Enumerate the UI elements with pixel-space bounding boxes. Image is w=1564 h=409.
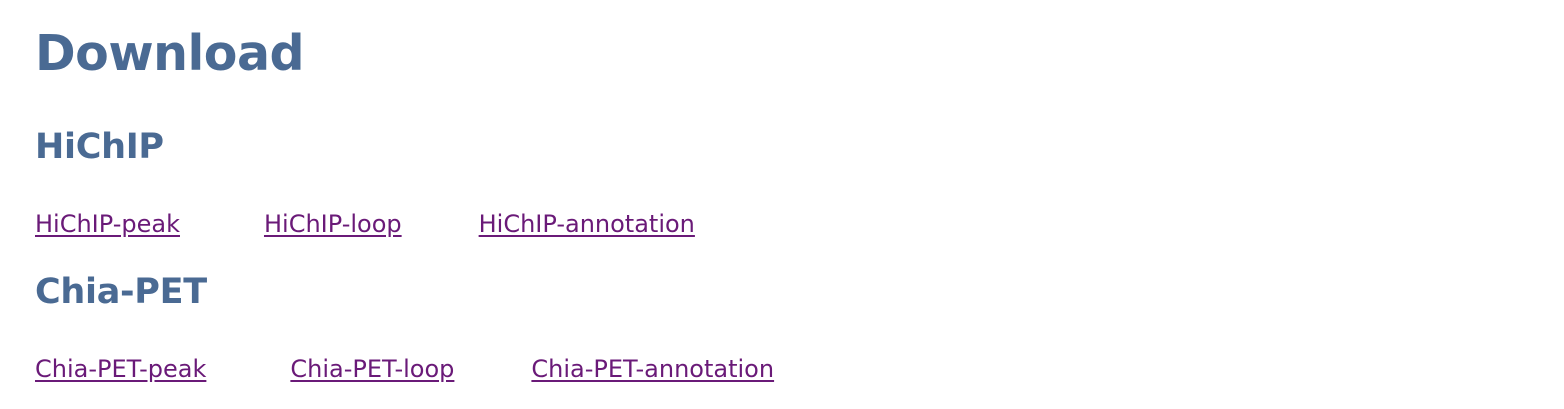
hichip-download-links: HiChIP-peak HiChIP-loop HiChIP-annotatio… <box>35 208 695 240</box>
link-hichip-annotation[interactable]: HiChIP-annotation <box>478 210 695 238</box>
link-hichip-peak[interactable]: HiChIP-peak <box>35 210 180 238</box>
section-title-chiapet: Chia-PET <box>35 272 207 312</box>
page-title: Download <box>35 25 305 82</box>
link-chiapet-loop[interactable]: Chia-PET-loop <box>290 355 455 383</box>
link-chiapet-peak[interactable]: Chia-PET-peak <box>35 355 207 383</box>
link-chiapet-annotation[interactable]: Chia-PET-annotation <box>531 355 775 383</box>
section-title-hichip: HiChIP <box>35 127 164 167</box>
chiapet-download-links: Chia-PET-peak Chia-PET-loop Chia-PET-ann… <box>35 353 774 385</box>
link-hichip-loop[interactable]: HiChIP-loop <box>263 210 402 238</box>
